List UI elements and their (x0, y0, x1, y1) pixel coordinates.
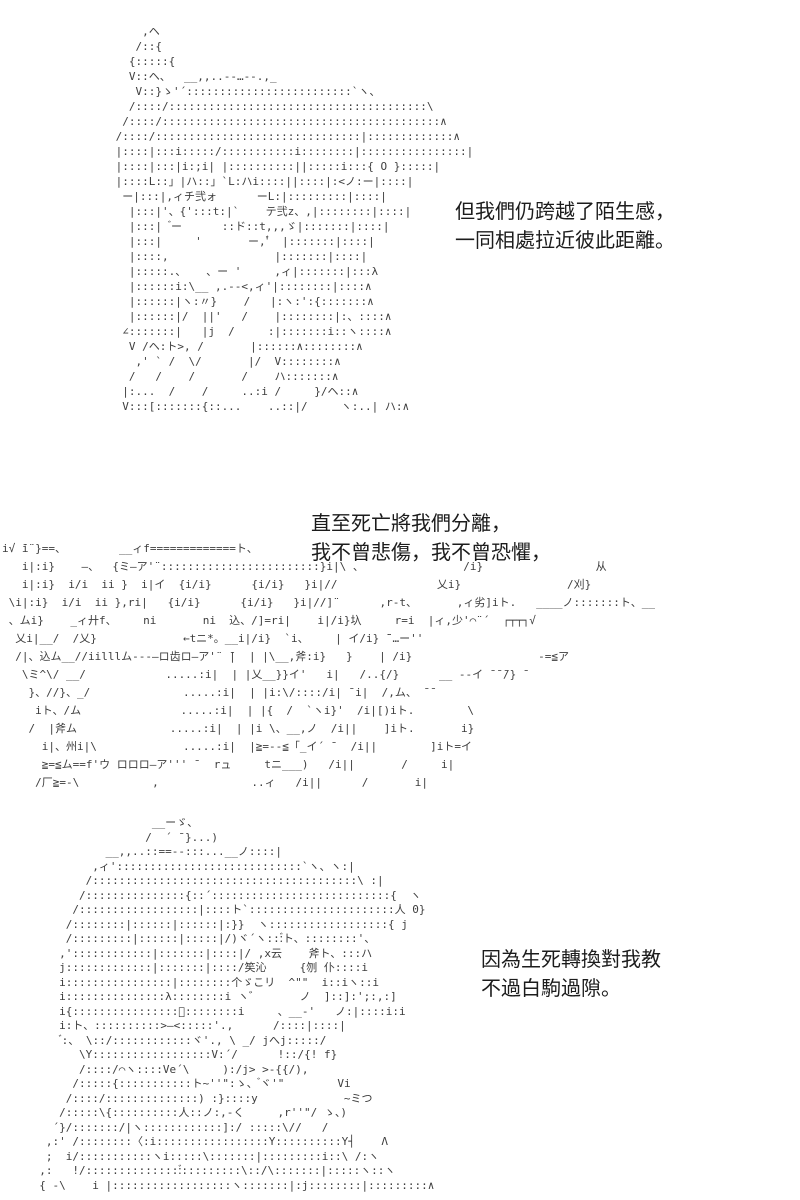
ascii-art-girl-smiling: __ーゞ、 / ´ ̄ }...) __,,..::==--:::...__ノ:… (39, 816, 435, 1192)
ascii-art-wide-scene: i√ ̄i¨}==、 __ィf=============ト、 i|:i} ―、 … (2, 542, 655, 789)
caption-line: 但我們仍跨越了陌生感， (455, 201, 675, 223)
caption-line: 直至死亡將我們分離， (311, 513, 511, 535)
caption-line: 不過白駒過隙。 (481, 978, 621, 1000)
caption-line: 我不曾悲傷，我不曾恐懼， (311, 542, 551, 564)
panel-middle-caption: 直至死亡將我們分離， 我不曾悲傷，我不曾恐懼， (311, 510, 551, 568)
panel-top-caption: 但我們仍跨越了陌生感， 一同相處拉近彼此距離。 (455, 198, 675, 256)
caption-line: 一同相處拉近彼此距離。 (455, 230, 675, 252)
ascii-art-girl-portrait: ,ヘ /::{ {:::::{ V::ヘ、 __,,..-‐…‐-.,_ V::… (115, 25, 474, 413)
caption-line: 因為生死轉換對我教 (481, 949, 661, 971)
panel-bottom-caption: 因為生死轉換對我教 不過白駒過隙。 (481, 946, 661, 1004)
